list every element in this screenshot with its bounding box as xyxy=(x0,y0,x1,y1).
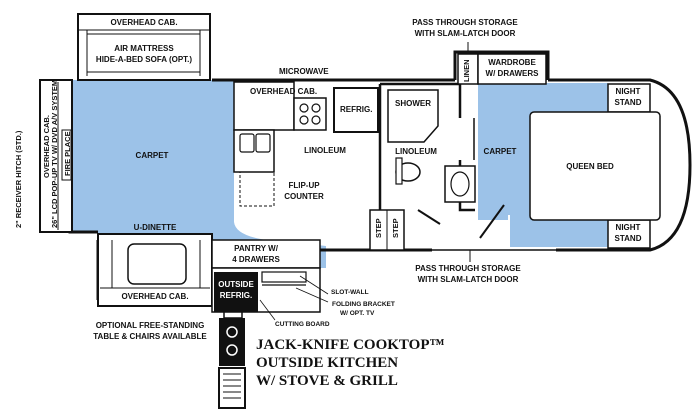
kitchen-counter xyxy=(233,81,295,131)
optional-table-line1: OPTIONAL FREE-STANDING xyxy=(95,321,205,330)
fire-place-label: FIRE PLACE xyxy=(63,131,72,176)
cooktop-title-line2: OUTSIDE KITCHEN xyxy=(256,355,399,371)
step-label-1: STEP xyxy=(374,218,383,238)
u-dinette-label: U-DINETTE xyxy=(133,223,177,232)
pantry-label-line1: PANTRY W/ xyxy=(234,244,278,253)
hide-a-bed-label: HIDE-A-BED SOFA (OPT.) xyxy=(95,55,193,64)
grill xyxy=(218,367,246,409)
shower xyxy=(387,89,439,143)
living-carpet-area xyxy=(72,80,326,268)
pantry xyxy=(211,239,321,269)
flip-up-label-line1: FLIP-UP xyxy=(288,181,320,190)
microwave-label: MICROWAVE xyxy=(279,67,329,76)
pass-through-bottom-line2: WITH SLAM-LATCH DOOR xyxy=(417,275,519,284)
queen-bed-label: QUEEN BED xyxy=(566,162,614,171)
kitchen-refrigerator xyxy=(333,87,379,133)
carpet-living-label: CARPET xyxy=(135,151,169,160)
folding-bracket-line2: W/ OPT. TV xyxy=(340,310,375,317)
slot-wall-label: SLOT-WALL xyxy=(331,289,369,296)
top-slideout xyxy=(77,13,211,81)
flip-up-counter xyxy=(239,171,275,207)
folding-bracket-line1: FOLDING BRACKET xyxy=(332,301,395,308)
flip-up-label-line2: COUNTER xyxy=(284,192,324,201)
outside-refrigerator xyxy=(214,272,258,312)
outside-refrig-label-line2: REFRIG. xyxy=(219,291,253,300)
linoleum-kitchen-label: LINOLEUM xyxy=(304,146,346,155)
linen-label: LINEN xyxy=(462,59,471,83)
pass-through-top-line2: WITH SLAM-LATCH DOOR xyxy=(414,29,516,38)
range xyxy=(293,97,327,131)
cutting-board-label: CUTTING BOARD xyxy=(275,321,330,328)
cooktop-title-line3: W/ STOVE & GRILL xyxy=(256,373,398,389)
queen-bed xyxy=(529,111,661,221)
wardrobe-label: WARDROBE xyxy=(488,58,536,67)
left-wall-cabinet xyxy=(39,79,73,233)
lcd-tv-label: 26" LCD POP-UP TV W/ DVD A/V SYSTEM xyxy=(50,79,59,228)
linoleum-bath-label: LINOLEUM xyxy=(395,147,437,156)
night-stand-bottom-line2: STAND xyxy=(614,234,642,243)
overhead-cab-bottom-label: OVERHEAD CAB. xyxy=(121,292,189,301)
cooktop-arm xyxy=(223,311,243,319)
receiver-hitch-label: 2" RECEIVER HITCH (STD.) xyxy=(14,130,23,228)
outside-refrig-label-line1: OUTSIDE xyxy=(218,280,254,289)
hall-carpet-area xyxy=(478,110,508,220)
cooktop-title-line1: JACK-KNIFE COOKTOP™ xyxy=(256,337,445,353)
shower-label: SHOWER xyxy=(395,99,431,108)
air-mattress-label: AIR MATTRESS xyxy=(114,44,174,53)
step-label-2: STEP xyxy=(391,218,400,238)
night-stand-bottom-line1: NIGHT xyxy=(615,223,641,232)
optional-table-line2: TABLE & CHAIRS AVAILABLE xyxy=(93,332,207,341)
pass-through-bottom-line1: PASS THROUGH STORAGE xyxy=(415,264,521,273)
night-stand-top-line2: STAND xyxy=(614,98,642,107)
fireplace-box xyxy=(61,129,72,181)
carpet-bedroom-label: CARPET xyxy=(483,147,517,156)
overhead-cab-kitchen-label: OVERHEAD CAB. xyxy=(250,87,318,96)
refrig-label: REFRIG. xyxy=(340,105,373,114)
night-stand-top-line1: NIGHT xyxy=(615,87,641,96)
stove xyxy=(219,318,245,366)
wardrobe xyxy=(477,53,547,85)
wardrobe-drawers-label: W/ DRAWERS xyxy=(485,69,539,78)
slot-wall xyxy=(261,271,307,283)
pantry-label-line2: 4 DRAWERS xyxy=(232,255,280,264)
overhead-cab-top-label: OVERHEAD CAB. xyxy=(110,18,178,27)
pass-through-top-line1: PASS THROUGH STORAGE xyxy=(412,18,518,27)
